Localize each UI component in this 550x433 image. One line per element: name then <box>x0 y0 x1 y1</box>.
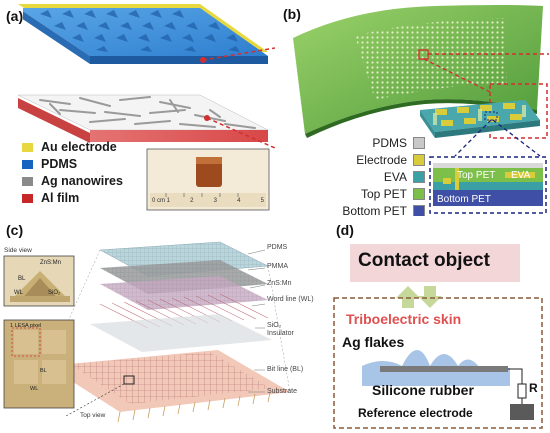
resistor-label: R <box>529 381 538 395</box>
legend-ag-nanowires: Ag nanowires <box>22 174 123 188</box>
legend-b-bottom-pet-swatch <box>413 205 425 216</box>
reference-electrode-block <box>510 404 534 420</box>
ag-flakes-layer <box>380 366 508 372</box>
legend-b-pdms: PDMS <box>295 136 425 150</box>
triboelectric-skin-box <box>333 297 543 429</box>
legend-b-bottom-pet: Bottom PET <box>295 204 425 216</box>
contact-object-box <box>350 244 520 282</box>
panel-a-label: (a) <box>6 8 24 24</box>
legend-b-eva-swatch <box>413 171 425 183</box>
layer-pdms-label: PDMS <box>267 244 288 251</box>
ag-flakes-label: Ag flakes <box>342 334 405 350</box>
contact-object-label: Contact object <box>358 250 490 271</box>
top-view-title: Top view <box>80 412 106 419</box>
side-view-bl: BL <box>18 276 26 282</box>
layer-word-line-label: Word line (WL) <box>267 296 314 303</box>
reference-electrode-label: Reference electrode <box>358 406 473 420</box>
panel-c-drawing <box>3 241 291 423</box>
side-view-zns: ZnS:Mn <box>40 260 62 266</box>
layer-pmma-label: PMMA <box>267 263 288 270</box>
legend-b-top-pet: Top PET <box>295 187 425 201</box>
side-view-wl: WL <box>14 290 23 296</box>
panel-d: (d) Contact object Triboelectric skin Ag… <box>322 216 550 433</box>
layer-bit-line-label: Bit line (BL) <box>267 366 304 373</box>
legend-b-pdms-swatch <box>413 137 425 149</box>
legend-b-top-pet-swatch <box>413 188 425 200</box>
panel-d-drawing <box>333 244 543 429</box>
panel-a: (a) Au electrode PDMS Ag nanowires Al fi… <box>0 0 275 216</box>
triboelectric-skin-label: Triboelectric skin <box>346 311 462 327</box>
panel-d-label: (d) <box>336 222 354 238</box>
inset-ruler: 0 cm 1 2 3 4 5 <box>152 198 264 204</box>
silicone-rubber-label: Silicone rubber <box>372 382 474 398</box>
panel-c-label: (c) <box>6 222 24 238</box>
resistor-symbol <box>517 383 527 399</box>
up-arrow <box>396 286 420 308</box>
legend-ag-nanowires-swatch <box>22 176 33 186</box>
cs-top-pet-label: Top PET <box>457 170 495 181</box>
panel-b-label: (b) <box>283 6 301 22</box>
side-view-title: Side view <box>4 247 32 254</box>
legend-pdms: PDMS <box>22 157 77 171</box>
al-film-layer <box>18 98 90 143</box>
legend-al-film-swatch <box>22 193 33 203</box>
legend-b-eva: EVA <box>295 170 425 184</box>
top-view-wl: WL <box>30 386 39 392</box>
legend-b-electrode: Electrode <box>295 153 425 167</box>
sio2-sheet <box>90 314 272 352</box>
layer-sio2-label: SiO₂ Insulator <box>267 322 294 337</box>
cs-bottom-pet-label: Bottom PET <box>437 194 491 205</box>
panel-a-drawing <box>17 4 275 211</box>
zoom-box-red <box>489 83 548 139</box>
layer-zns-label: ZnS:Mn <box>267 280 292 287</box>
panel-b: Top PET EVA Bottom PET (b) PDMS Electrod… <box>275 0 550 216</box>
legend-pdms-swatch <box>22 159 33 169</box>
cs-eva-label: EVA <box>511 170 531 181</box>
legend-au-electrode: Au electrode <box>22 140 117 154</box>
panel-b-drawing: Top PET EVA Bottom PET <box>293 5 549 214</box>
legend-au-electrode-swatch <box>22 142 33 152</box>
side-view-sio2: SiO₂ <box>48 290 61 296</box>
panel-c: (c) PDMS PMMA ZnS:Mn Word line (WL) SiO₂… <box>0 216 322 433</box>
pdms-pyramid-layer <box>18 8 268 56</box>
top-view-pixel: 1 LESA pixel <box>10 323 42 329</box>
legend-b-electrode-swatch <box>413 154 425 166</box>
down-arrow <box>418 286 442 308</box>
legend-al-film: Al film <box>22 191 79 205</box>
top-view-bl: BL <box>40 368 47 374</box>
layer-substrate-label: Substrate <box>267 388 297 395</box>
